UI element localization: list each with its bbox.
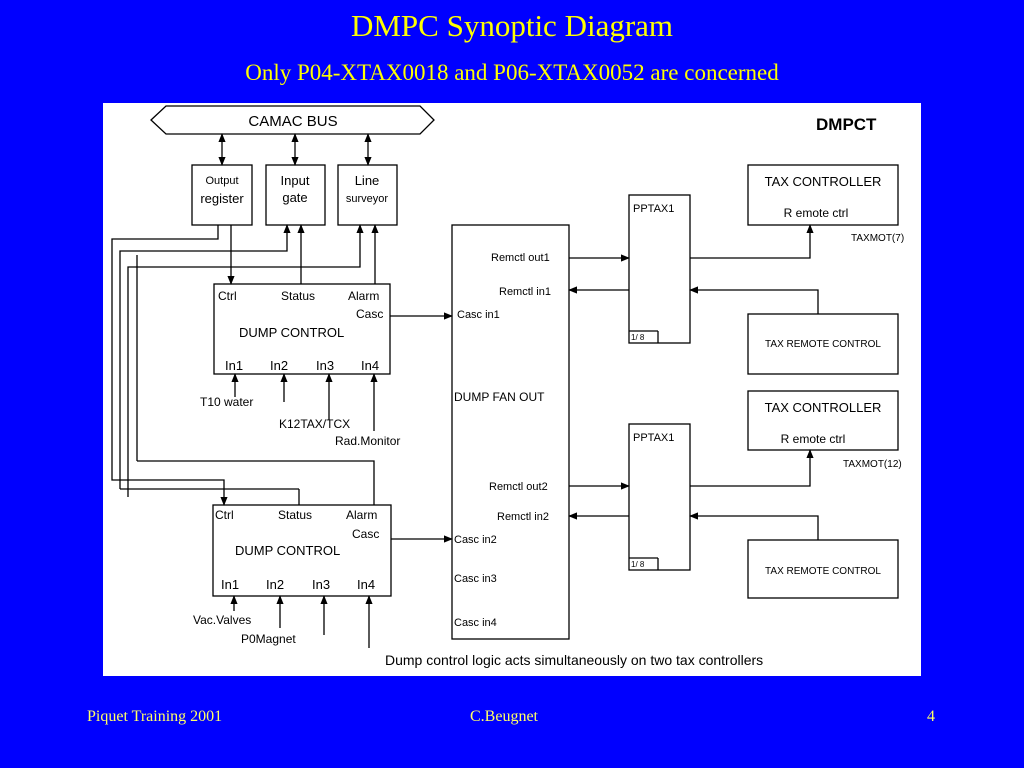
pptax-lower-label: PPTAX1 xyxy=(633,432,674,444)
dump-fan-out-box xyxy=(451,224,570,640)
taxmot-12-label: TAXMOT(12) xyxy=(843,459,902,470)
tax-controller-lower xyxy=(747,390,899,451)
tax-controller-upper xyxy=(747,164,899,226)
t10-water-label: T10 water xyxy=(200,395,253,409)
lower-alarm-port: Alarm xyxy=(346,508,377,522)
fanout-casc-in3: Casc in3 xyxy=(454,573,497,585)
p0magnet-label: P0Magnet xyxy=(241,632,296,646)
tax-remote-control-upper xyxy=(747,313,899,375)
rad-monitor-label: Rad.Monitor xyxy=(335,434,400,448)
k12tax-label: K12TAX/TCX xyxy=(279,417,350,431)
slide-title: DMPC Synoptic Diagram xyxy=(350,8,674,43)
pptax-box-lower xyxy=(628,423,691,571)
fanout-casc-in4: Casc in4 xyxy=(454,617,497,629)
fanout-remctl-out2: Remctl out2 xyxy=(489,481,548,493)
camac-bus-shape xyxy=(150,105,435,135)
upper-in1-port: In1 xyxy=(225,358,243,373)
vac-valves-label: Vac.Valves xyxy=(193,613,251,627)
lower-status-port: Status xyxy=(278,508,312,522)
line-surveyor-line2: surveyor xyxy=(346,193,389,205)
diagram-panel: CAMAC BUS DMPCT Output register Input ga… xyxy=(103,103,921,676)
tax-controller-upper-title: TAX CONTROLLER xyxy=(765,174,882,189)
tax-controller-lower-remote: R emote ctrl xyxy=(781,432,846,446)
lower-in2-port: In2 xyxy=(266,577,284,592)
line-surveyor-line1: Line xyxy=(355,173,380,188)
upper-in4-port: In4 xyxy=(361,358,379,373)
pptax-box-upper xyxy=(628,194,691,344)
fanout-casc-in1: Casc in1 xyxy=(457,309,500,321)
tax-remote-control-upper-label: TAX REMOTE CONTROL xyxy=(765,339,881,350)
pptax-lower-ratio: 1/ 8 xyxy=(631,560,645,569)
upper-in2-port: In2 xyxy=(270,358,288,373)
lower-in3-port: In3 xyxy=(312,577,330,592)
tax-controller-lower-title: TAX CONTROLLER xyxy=(765,400,882,415)
upper-casc-port: Casc xyxy=(356,307,383,321)
input-gate-line2: gate xyxy=(282,190,307,205)
output-register-line1: Output xyxy=(205,175,238,187)
footer-author: C.Beugnet xyxy=(470,708,538,725)
lower-ctrl-port: Ctrl xyxy=(215,508,234,522)
lower-in1-port: In1 xyxy=(221,577,239,592)
dump-control-lower xyxy=(212,504,392,597)
fanout-remctl-out1: Remctl out1 xyxy=(491,252,550,264)
tax-controller-upper-remote: R emote ctrl xyxy=(784,206,849,220)
taxmot-7-label: TAXMOT(7) xyxy=(851,233,904,244)
dmpct-label: DMPCT xyxy=(816,115,877,134)
upper-status-port: Status xyxy=(281,289,315,303)
dump-control-upper xyxy=(213,283,391,375)
input-gate-line1: Input xyxy=(281,173,310,188)
fanout-remctl-in2: Remctl in2 xyxy=(497,511,549,523)
upper-alarm-port: Alarm xyxy=(348,289,379,303)
output-register-line2: register xyxy=(200,191,244,206)
fanout-remctl-in1: Remctl in1 xyxy=(499,286,551,298)
tax-remote-control-lower-label: TAX REMOTE CONTROL xyxy=(765,566,881,577)
synoptic-diagram: CAMAC BUS DMPCT Output register Input ga… xyxy=(111,105,904,668)
lower-dump-control-title: DUMP CONTROL xyxy=(235,543,340,558)
tax-remote-control-lower xyxy=(747,539,899,599)
lower-casc-port: Casc xyxy=(352,527,379,541)
lower-in4-port: In4 xyxy=(357,577,375,592)
diagram-caption: Dump control logic acts simultaneously o… xyxy=(385,652,763,668)
dump-fan-out-title: DUMP FAN OUT xyxy=(454,390,545,404)
footer-training: Piquet Training 2001 xyxy=(87,708,223,725)
fanout-casc-in2: Casc in2 xyxy=(454,534,497,546)
pptax-upper-ratio: 1/ 8 xyxy=(631,333,645,342)
upper-dump-control-title: DUMP CONTROL xyxy=(239,325,344,340)
slide-subtitle: Only P04-XTAX0018 and P06-XTAX0052 are c… xyxy=(245,60,779,85)
footer-page-number: 4 xyxy=(927,708,935,725)
upper-ctrl-port: Ctrl xyxy=(218,289,237,303)
camac-bus-label: CAMAC BUS xyxy=(248,113,337,130)
upper-in3-port: In3 xyxy=(316,358,334,373)
pptax-upper-label: PPTAX1 xyxy=(633,203,674,215)
